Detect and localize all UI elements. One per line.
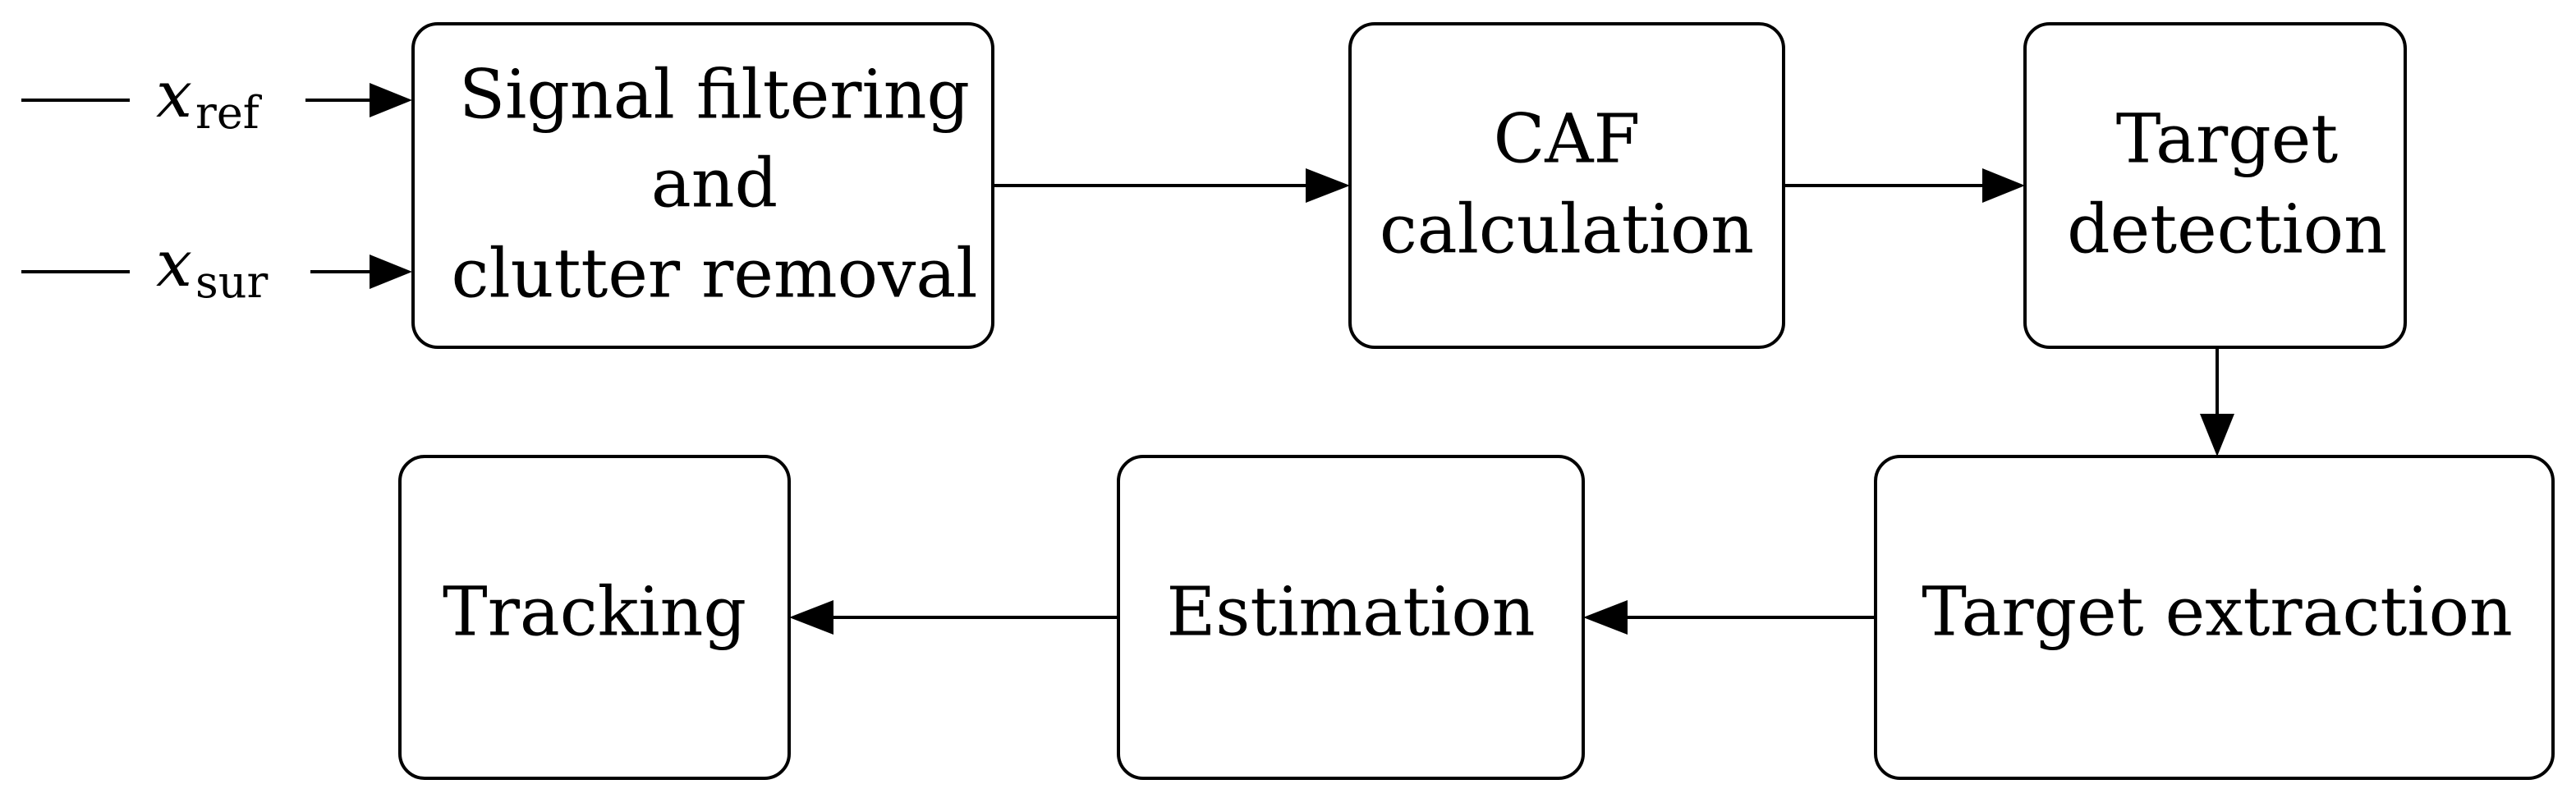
block-signal-filtering-line-2: and xyxy=(651,145,778,223)
block-target-detection-line-1: Target xyxy=(2116,101,2338,179)
input-sur-label: xsur xyxy=(156,227,268,308)
block-signal-filtering-line-1: Signal filtering xyxy=(459,57,970,135)
block-caf-line-2: calculation xyxy=(1380,191,1754,269)
block-caf-line-1: CAF xyxy=(1494,101,1641,179)
block-tracking-line-1: Tracking xyxy=(443,574,746,652)
connector-extraction-to-estimation xyxy=(1583,600,1876,635)
block-caf-calculation: CAF calculation xyxy=(1348,22,1785,349)
block-estimation: Estimation xyxy=(1117,455,1585,780)
block-tracking: Tracking xyxy=(398,455,791,780)
block-target-extraction: Target extraction xyxy=(1874,455,2555,780)
input-ref-label: xref xyxy=(156,58,263,139)
input-ref-arrowhead xyxy=(370,83,412,117)
input-sur-arrowhead xyxy=(370,255,412,289)
block-signal-filtering: Signal filtering and clutter removal xyxy=(411,22,994,349)
block-estimation-line-1: Estimation xyxy=(1166,574,1535,652)
input-ref: xref xyxy=(21,58,412,139)
block-target-detection: Target detection xyxy=(2023,22,2407,349)
block-signal-filtering-line-3: clutter removal xyxy=(452,236,978,314)
connector-detection-to-extraction xyxy=(2200,347,2234,456)
block-target-extraction-line-1: Target extraction xyxy=(1922,574,2513,652)
connector-estimation-to-tracking xyxy=(789,600,1118,635)
connector-caf-to-detection xyxy=(1784,168,2025,203)
connector-filtering-to-caf xyxy=(993,168,1350,203)
block-target-detection-line-2: detection xyxy=(2067,191,2387,269)
input-sur: xsur xyxy=(21,227,412,308)
